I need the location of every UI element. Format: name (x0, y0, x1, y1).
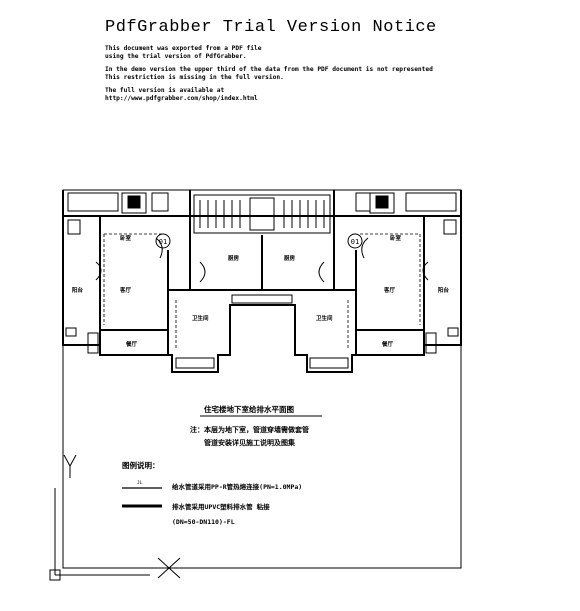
room-labels: 卧室 客厅 厨房 卫生间 餐厅 阳台 卧室 客厅 厨房 卫生间 餐厅 阳台 (72, 234, 450, 348)
plan-notes: 住宅楼地下室给排水平面图 注：本层为地下室，管道穿墙需做套管 管道安装详见施工说… (190, 404, 309, 447)
legend-label-2: 排水管采用UPVC塑料排水管 粘接 (172, 502, 270, 511)
notice-line-4: This restriction is missing in the full … (105, 74, 284, 81)
unit-marker-right (347, 233, 363, 249)
room-label: 餐厅 (125, 340, 138, 348)
room-label: 卫生间 (192, 314, 209, 322)
room-label: 卧室 (120, 234, 132, 242)
legend: 图例说明： JL 给水管道采用PP-R管热熔连接(PN=1.0MPa) 排水管采… (122, 460, 302, 526)
note-line-2: 管道安装详见施工说明及图集 (204, 438, 296, 447)
notice-line-1: This document was exported from a PDF fi… (105, 45, 262, 52)
pipe-lines (103, 233, 421, 350)
notice-line-5: The full version is available at (105, 87, 225, 94)
room-label: 阳台 (438, 286, 450, 294)
notice-title: PdfGrabber Trial Version Notice (105, 18, 437, 37)
unit-marker-left (155, 233, 171, 249)
unit-label-right: 01 (351, 238, 359, 246)
room-label: 阳台 (72, 286, 84, 294)
ucs-axes (49, 454, 181, 581)
legend-abbr-1: JL (137, 480, 143, 486)
note-title: 住宅楼地下室给排水平面图 (204, 404, 294, 414)
room-label: 客厅 (383, 286, 396, 294)
fixtures (65, 192, 459, 369)
notice-line-2: using the trial version of PdfGrabber. (105, 53, 247, 60)
notice-paragraph-1: This document was exported from a PDF fi… (105, 45, 545, 61)
note-line-1: 注：本层为地下室，管道穿墙需做套管 (190, 425, 309, 434)
room-label: 客厅 (119, 286, 132, 294)
legend-sub-2: (DN=50-DN110)-FL (172, 518, 235, 526)
stair-core (193, 194, 331, 304)
drawing-border (62, 189, 462, 569)
room-label: 餐厅 (381, 340, 394, 348)
trial-notice: PdfGrabber Trial Version Notice This doc… (105, 18, 545, 108)
notice-url: http://www.pdfgrabber.com/shop/index.htm… (105, 95, 258, 102)
room-label: 卧室 (390, 234, 402, 242)
room-label: 卫生间 (316, 314, 333, 322)
unit-markers (155, 233, 363, 249)
building-walls (62, 190, 462, 373)
legend-heading: 图例说明： (122, 460, 160, 470)
room-label: 厨房 (228, 254, 240, 262)
notice-line-3: In the demo version the upper third of t… (105, 66, 433, 73)
room-label: 厨房 (284, 254, 296, 262)
legend-label-1: 给水管道采用PP-R管热熔连接(PN=1.0MPa) (172, 482, 302, 491)
unit-label-left: 01 (159, 238, 167, 246)
notice-paragraph-2: In the demo version the upper third of t… (105, 66, 545, 82)
notice-paragraph-3: The full version is available at http://… (105, 87, 545, 103)
